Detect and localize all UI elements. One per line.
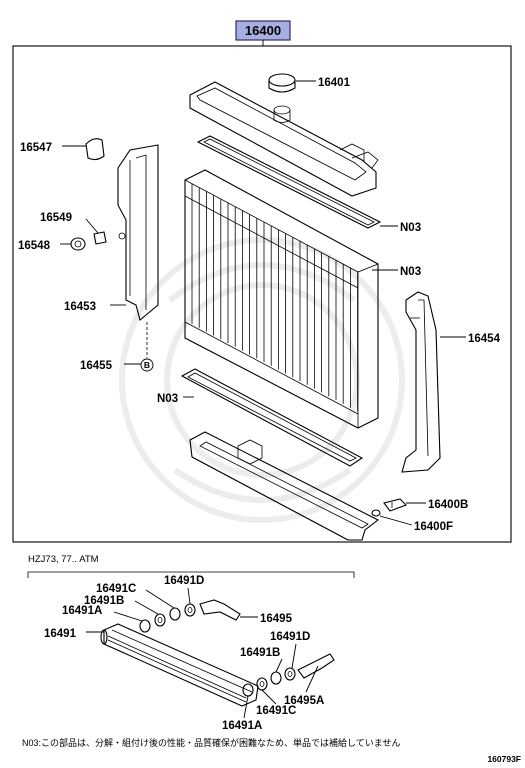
diagram-code: 160793F (487, 754, 521, 764)
label-16400f: 16400F (414, 521, 453, 533)
label-16549: 16549 (40, 212, 72, 224)
atm-section-title: HZJ73, 77.. ATM (28, 554, 99, 565)
right-support-bracket (401, 291, 441, 473)
upper-fittings (139, 599, 241, 633)
grommet-16549 (93, 231, 107, 245)
top-gasket (196, 135, 382, 229)
bracket-cushion-16547 (85, 138, 105, 161)
label-16491c-top: 16491C (96, 583, 136, 595)
drain-cock (371, 498, 407, 517)
footnote: N03:この部品は、分解・組付け後の性能・品質確保が困難なため、単品では補給して… (22, 737, 400, 748)
oil-cooler-16491 (100, 623, 259, 707)
label-16491: 16491 (44, 628, 77, 640)
bolt-marker-letter: B (144, 360, 150, 370)
label-n03-top: N03 (400, 222, 421, 234)
bottom-gasket (180, 368, 364, 467)
bolt-marker (140, 358, 154, 372)
label-16491b-bottom: 16491B (240, 647, 280, 659)
left-support-bracket (117, 144, 159, 321)
label-16495a: 16495A (284, 695, 324, 707)
label-16491d-bottom: 16491D (270, 631, 310, 643)
label-n03-mid: N03 (400, 266, 421, 278)
upper-tank (189, 81, 379, 197)
label-16491a-bottom: 16491A (222, 720, 262, 732)
label-16453: 16453 (64, 301, 96, 313)
label-16491c-bottom: 16491C (256, 705, 296, 717)
label-16495: 16495 (260, 613, 293, 625)
lower-fittings (242, 653, 335, 697)
radiator-cap (268, 73, 296, 93)
label-16547: 16547 (20, 142, 52, 154)
label-16491b-top: 16491B (84, 595, 124, 607)
label-16454: 16454 (468, 333, 501, 345)
cushion-16548 (70, 237, 86, 251)
assembly-frame (12, 45, 512, 543)
label-16455: 16455 (80, 360, 113, 372)
main-part-number: 16400 (245, 23, 281, 38)
label-n03-bottom: N03 (157, 393, 178, 405)
radiator-core (184, 169, 379, 429)
lower-tank (189, 431, 380, 541)
watermark-emblem (119, 237, 405, 523)
label-16548: 16548 (18, 240, 51, 252)
label-16491a-top: 16491A (62, 605, 102, 617)
label-16491d-top: 16491D (164, 575, 204, 587)
atm-bracket-line (27, 571, 355, 578)
label-16401: 16401 (318, 77, 351, 89)
label-16400b: 16400B (428, 499, 468, 511)
